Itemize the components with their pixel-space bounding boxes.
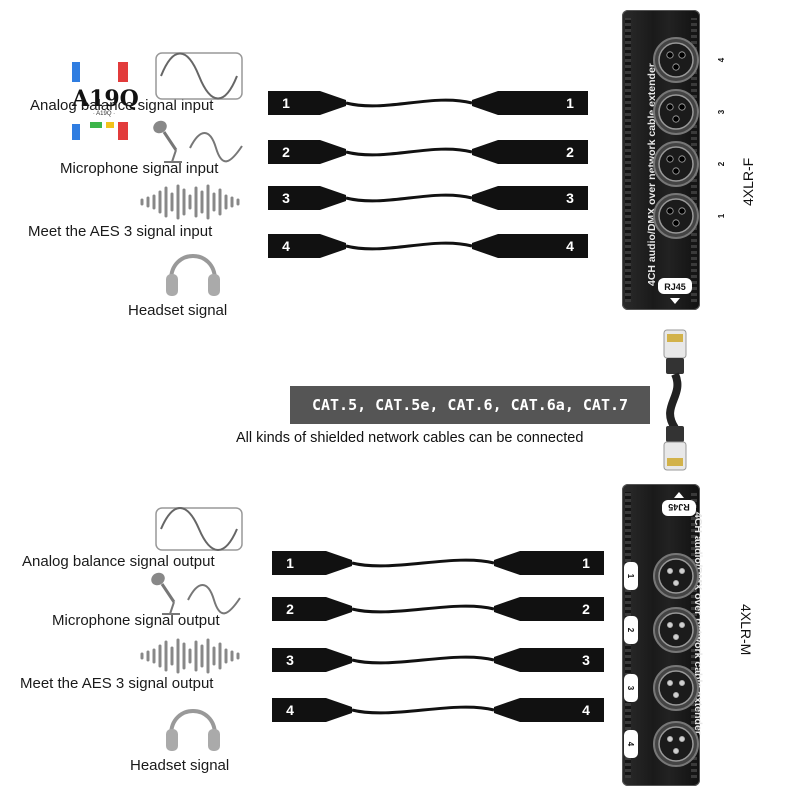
- xlr-male-jack: [653, 607, 699, 653]
- plug-number-label: 4: [282, 238, 290, 254]
- plug-number-label: 4: [286, 702, 294, 718]
- plug-number-label: 3: [566, 190, 574, 206]
- channel-number: 1: [717, 213, 726, 218]
- microphone-icon: [151, 572, 241, 615]
- audio-waveform-icon: [140, 638, 240, 674]
- plug-number-label: 2: [566, 144, 574, 160]
- channel-number: 3: [717, 109, 726, 114]
- plug-number-label: 1: [286, 555, 294, 571]
- top-cable-1-right-plug: 1: [472, 91, 588, 115]
- plug-number-label: 2: [582, 601, 590, 617]
- channel-tag: [714, 202, 728, 230]
- top-label-analog: Analog balance signal input: [30, 97, 214, 114]
- top-cable-4-right-plug: 4: [472, 234, 588, 258]
- bottom-rj45-label: RJ45: [662, 492, 696, 516]
- top-label-microphone: Microphone signal input: [60, 160, 219, 177]
- logo-icon: [72, 62, 128, 140]
- xlr-male-jack: [653, 721, 699, 767]
- top-cable-3-left-plug: 3: [268, 186, 346, 210]
- bottom-label-microphone: Microphone signal output: [52, 612, 220, 629]
- xlr-female-jack: [653, 37, 699, 83]
- top-cable-4-left-plug: 4: [268, 234, 346, 258]
- sine-wave-icon: [155, 52, 243, 100]
- sine-wave-icon: [155, 507, 243, 551]
- channel-tag: [714, 98, 728, 126]
- logo-text: A19Q: [72, 86, 139, 112]
- bottom-cable-4-wire: [351, 705, 495, 715]
- plug-number-label: 4: [582, 702, 590, 718]
- bottom-cable-1-left-plug: 1: [272, 551, 352, 575]
- plug-number-label: 2: [282, 144, 290, 160]
- arrow-up-icon: [674, 492, 684, 498]
- bottom-cable-4-left-plug: 4: [272, 698, 352, 722]
- xlr-female-jack: [653, 141, 699, 187]
- top-rj45-text: RJ45: [664, 282, 686, 292]
- brand-logo: A19Q · A19Q ·: [72, 62, 139, 140]
- bottom-xlr-male-jacks: 1 2 3 4: [624, 553, 699, 767]
- plug-number-label: 4: [566, 238, 574, 254]
- channel-number: 4: [626, 742, 635, 747]
- bottom-cable-3-right-plug: 3: [494, 648, 604, 672]
- channel-number: 1: [626, 574, 635, 579]
- channel-number: 2: [717, 161, 726, 166]
- top-cable-3-wire: [345, 193, 473, 203]
- headphones-icon: [166, 254, 220, 296]
- cable-types-banner: CAT.5, CAT.5e, CAT.6, CAT.6a, CAT.7: [290, 386, 650, 424]
- top-cable-2-wire: [345, 147, 473, 157]
- channel-number: 2: [626, 628, 635, 633]
- bottom-cable-2-right-plug: 2: [494, 597, 604, 621]
- top-cable-3-right-plug: 3: [472, 186, 588, 210]
- top-label-aes3: Meet the AES 3 signal input: [28, 223, 213, 240]
- bottom-cable-2-left-plug: 2: [272, 597, 352, 621]
- xlr-male-jack: [653, 553, 699, 599]
- microphone-icon: [153, 120, 243, 163]
- bottom-cable-3-left-plug: 3: [272, 648, 352, 672]
- top-device-model: 4XLR-F: [740, 157, 756, 206]
- plug-number-label: 1: [566, 95, 574, 111]
- arrow-down-icon: [670, 298, 680, 304]
- headphones-icon: [166, 709, 220, 751]
- top-cable-1-left-plug: 1: [268, 91, 346, 115]
- plug-number-label: 3: [282, 190, 290, 206]
- bottom-label-headset: Headset signal: [130, 757, 230, 774]
- xlr-female-jack: [653, 89, 699, 135]
- logo-subtext: · A19Q ·: [92, 111, 116, 117]
- plug-number-label: 2: [286, 601, 294, 617]
- channel-number: 4: [717, 57, 726, 62]
- channel-tag: [714, 150, 728, 178]
- bottom-device-model: 4XLR-M: [738, 604, 754, 656]
- cable-compatibility-note: All kinds of shielded network cables can…: [236, 430, 584, 446]
- plug-number-label: 1: [582, 555, 590, 571]
- xlr-male-jack: [653, 665, 699, 711]
- network-cable-icon: [663, 329, 687, 471]
- bottom-cable-1-wire: [351, 558, 495, 568]
- channel-number: 3: [626, 686, 635, 691]
- top-cable-1-wire: [345, 98, 473, 108]
- audio-waveform-icon: [140, 184, 240, 220]
- top-cable-2-left-plug: 2: [268, 140, 346, 164]
- bottom-cable-1-right-plug: 1: [494, 551, 604, 575]
- top-cable-4-wire: [345, 241, 473, 251]
- bottom-cable-2-wire: [351, 604, 495, 614]
- plug-number-label: 3: [582, 652, 590, 668]
- xlr-female-jack: [653, 193, 699, 239]
- channel-tag: [624, 730, 638, 758]
- plug-number-label: 3: [286, 652, 294, 668]
- channel-tag: [624, 674, 638, 702]
- channel-tag: [714, 46, 728, 74]
- bottom-label-aes3: Meet the AES 3 signal output: [20, 675, 214, 692]
- channel-tag: [624, 616, 638, 644]
- top-label-headset: Headset signal: [128, 302, 228, 319]
- bottom-cable-4-right-plug: 4: [494, 698, 604, 722]
- top-xlr-female-jacks: 4 3 2 1: [653, 37, 728, 239]
- channel-tag: [624, 562, 638, 590]
- top-rj45-label: RJ45: [658, 278, 692, 304]
- plug-number-label: 1: [282, 95, 290, 111]
- top-cable-2-right-plug: 2: [472, 140, 588, 164]
- bottom-rj45-text: RJ45: [668, 502, 690, 512]
- bottom-cable-3-wire: [351, 655, 495, 665]
- bottom-label-analog: Analog balance signal output: [22, 553, 215, 570]
